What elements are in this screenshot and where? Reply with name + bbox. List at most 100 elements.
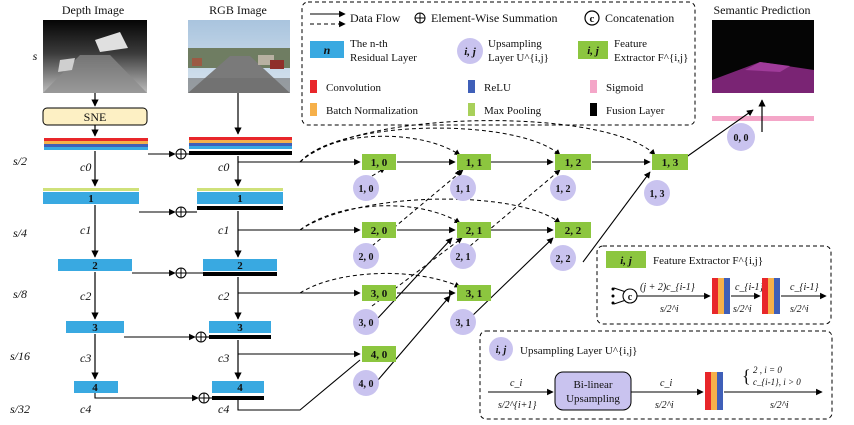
- depth-residual-layer-2: [58, 259, 132, 271]
- concat-symbol-letter: c: [590, 13, 595, 25]
- rgb-stem-stack: [189, 137, 292, 155]
- legend: Data Flow Element-Wise Summation c Conca…: [301, 1, 696, 126]
- rgb-residual-layer-2-label: 2: [237, 260, 243, 272]
- upsampling-detail-in-scale: s/2^{i+1}: [498, 400, 536, 411]
- feature-node-2-1: [457, 222, 491, 238]
- legend-batchnorm-label: Batch Normalization: [326, 105, 418, 117]
- bilinear-line2: Upsampling: [566, 393, 620, 405]
- depth-channel-c4: c4: [80, 402, 91, 416]
- upsampling-node-4-0: [353, 370, 379, 396]
- upsampling-node-2-2-label: 2, 2: [556, 254, 571, 265]
- feature-nodes: 1, 0 1, 1 1, 2 1, 3 2, 0 2, 1 2, 2 3, 0 …: [362, 154, 688, 362]
- upsampling-node-1-1: [450, 175, 476, 201]
- feature-node-4-0: [362, 346, 396, 362]
- upsampling-node-2-0-label: 2, 0: [359, 252, 374, 263]
- upsampling-node-0-0-label: 0, 0: [734, 133, 749, 144]
- feature-node-1-2: [555, 154, 591, 170]
- feature-node-4-0-label: 4, 0: [371, 349, 388, 361]
- legend-feature-symbol: i, j: [587, 45, 600, 57]
- feature-node-1-3: [652, 154, 688, 170]
- feature-detail-mid-channels: c_{i-1}: [735, 282, 764, 293]
- legend-fusion-label: Fusion Layer: [606, 105, 665, 117]
- upsampling-detail-title: Upsampling Layer U^{i,j}: [520, 345, 637, 357]
- depth-image-title: Depth Image: [62, 3, 124, 17]
- feature-node-3-0: [362, 285, 396, 301]
- scale-label-s32: s/32: [10, 402, 30, 416]
- svg-text:{: {: [742, 366, 751, 386]
- legend-feature-swatch: [578, 41, 608, 59]
- depth-channel-c3: c3: [80, 351, 91, 365]
- sne-label: SNE: [84, 110, 107, 124]
- upsampling-node-3-0-label: 3, 0: [359, 318, 374, 329]
- depth-residual-layer-2-label: 2: [92, 260, 98, 272]
- upsampling-node-1-0: [353, 175, 379, 201]
- bilinear-line1: Bi-linear: [573, 379, 612, 391]
- depth-channel-c0: c0: [80, 160, 91, 174]
- legend-elementwise-label: Element-Wise Summation: [431, 11, 558, 25]
- rgb-image-title: RGB Image: [209, 3, 267, 17]
- fusion-sum-icons: [175, 148, 210, 404]
- upsampling-nodes: 1, 0 1, 1 1, 2 1, 3 2, 0 2, 1 2, 2 3, 0 …: [353, 123, 755, 396]
- scale-label-s2: s/2: [13, 154, 27, 168]
- upsampling-node-1-3-label: 1, 3: [650, 189, 665, 200]
- upsampling-node-1-0-label: 1, 0: [359, 184, 374, 195]
- sum-icon-1: [175, 206, 187, 218]
- depth-residual-layer-4: [74, 381, 118, 393]
- bilinear-upsampling-block: [554, 371, 632, 411]
- legend-concat-label: Concatenation: [605, 11, 674, 25]
- sum-icon-2: [175, 267, 187, 279]
- upsampling-node-3-1: [450, 309, 476, 335]
- upsampling-node-3-1-label: 3, 1: [456, 318, 471, 329]
- upsampling-detail-out-scale: s/2^i: [770, 400, 789, 411]
- legend-maxpool-swatch: [468, 103, 475, 116]
- depth-channel-c1: c1: [80, 223, 91, 237]
- feature-detail-mid-scale: s/2^i: [733, 304, 752, 315]
- upsampling-detail-symbol: i, j: [496, 345, 507, 356]
- legend-relu-swatch: [468, 80, 475, 93]
- rgb-channel-c4: c4: [218, 402, 229, 416]
- upsampling-detail-mid-scale: s/2^i: [655, 400, 674, 411]
- legend-sigmoid-swatch: [590, 80, 597, 93]
- legend-relu-label: ReLU: [484, 82, 511, 94]
- feature-node-3-0-label: 3, 0: [371, 288, 388, 300]
- feature-detail-out-scale: s/2^i: [790, 304, 809, 315]
- upsampling-node-2-2: [550, 245, 576, 271]
- feature-node-2-1-label: 2, 1: [466, 225, 483, 237]
- legend-sigmoid-label: Sigmoid: [606, 82, 644, 94]
- feature-detail-symbol: i, j: [620, 255, 633, 267]
- depth-channel-c2: c2: [80, 289, 91, 303]
- rgb-channel-c1: c1: [218, 223, 229, 237]
- rgb-residual-layer-4-label: 4: [237, 382, 243, 394]
- depth-residual-layer-1-label: 1: [88, 193, 94, 205]
- rgb-residual-layer-4: [212, 381, 264, 393]
- feature-node-1-1-label: 1, 1: [466, 157, 483, 169]
- feature-node-3-1: [457, 285, 491, 301]
- upsampling-detail-out-case1: 2 , i = 0: [753, 365, 782, 375]
- legend-feature-line2: Extractor F^{i,j}: [614, 52, 688, 64]
- sigmoid-output-bar: [712, 116, 814, 121]
- feature-node-2-0: [362, 222, 396, 238]
- upsampling-detail-in-channels: c_i: [510, 378, 522, 389]
- feature-detail-title: Feature Extractor F^{i,j}: [653, 255, 763, 267]
- upsampling-node-1-3: [644, 180, 670, 206]
- legend-upsampling-symbol: i, j: [464, 46, 477, 58]
- upsampling-node-2-1: [450, 243, 476, 269]
- upsampling-detail-mid-channels: c_i: [660, 378, 672, 389]
- sum-symbol-icon: [414, 12, 426, 24]
- legend-upsampling-line2: Layer U^{i,j}: [488, 52, 549, 64]
- feature-node-2-2-label: 2, 2: [565, 225, 582, 237]
- rgb-residual-layer-1-label: 1: [237, 193, 243, 205]
- legend-residual-line1: The n-th: [350, 38, 388, 50]
- rgb-image: [188, 20, 290, 93]
- feature-node-1-3-label: 1, 3: [662, 157, 679, 169]
- scale-label-s16: s/16: [10, 349, 30, 363]
- sum-icon-4: [198, 392, 210, 404]
- feature-node-1-1: [457, 154, 491, 170]
- semantic-prediction-image: [712, 20, 814, 93]
- feature-detail-in-channels: (j + 2)c_{i-1}: [640, 282, 695, 293]
- depth-residual-layer-1: [43, 192, 139, 204]
- legend-residual-line2: Residual Layer: [350, 52, 417, 64]
- concat-symbol-icon: [584, 10, 600, 26]
- legend-data-flow-label: Data Flow: [350, 11, 401, 25]
